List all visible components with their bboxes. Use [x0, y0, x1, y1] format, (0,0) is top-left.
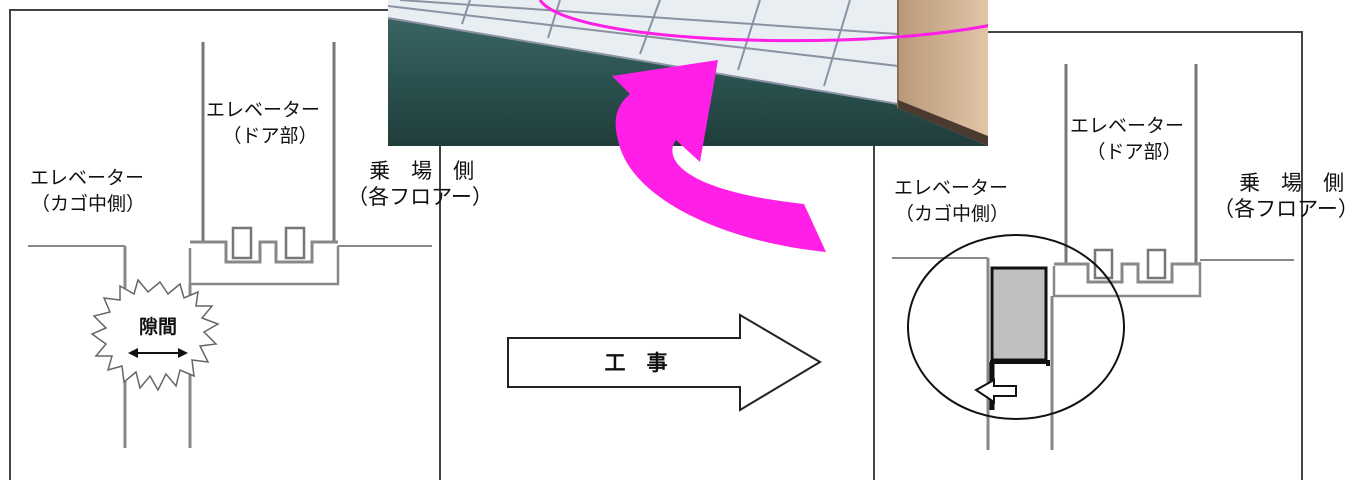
gap-burst-icon — [90, 278, 220, 392]
after-panel: エレベーター （ドア部） エレベーター （カゴ中側） 乗 場 側 （各フロアー） — [873, 31, 1359, 480]
highlight-circle — [907, 234, 1125, 420]
before-panel-border — [9, 9, 441, 480]
before-door-label: エレベーター （ドア部） — [206, 99, 326, 147]
before-panel: 隙間 エレベーター （ドア部） エレベーター （カゴ中側） 乗 場 側 （各フロ… — [9, 9, 493, 480]
before-landing-label: 乗 場 側 （各フロアー） — [347, 159, 493, 209]
after-car-label: エレベーター （カゴ中側） — [894, 177, 1014, 225]
after-panel-border — [873, 31, 1303, 480]
block-right-arrow-icon — [507, 313, 822, 412]
gap-filler-plate — [990, 266, 1048, 362]
construction-arrow: 工 事 — [507, 313, 822, 412]
filler-direction-icon — [974, 378, 1017, 404]
gap-width-arrow — [128, 348, 188, 358]
before-car-label: エレベーター （カゴ中側） — [30, 167, 150, 215]
gap-label: 隙間 — [139, 315, 177, 338]
after-landing-label: 乗 場 側 （各フロアー） — [1213, 171, 1359, 221]
sill-highlight-ellipse — [538, 0, 988, 43]
magenta-curved-arrow-icon — [612, 60, 826, 252]
after-door-label: エレベーター （ドア部） — [1070, 115, 1190, 163]
construction-label: 工 事 — [605, 351, 668, 375]
elevator-threshold-photo — [388, 0, 988, 146]
